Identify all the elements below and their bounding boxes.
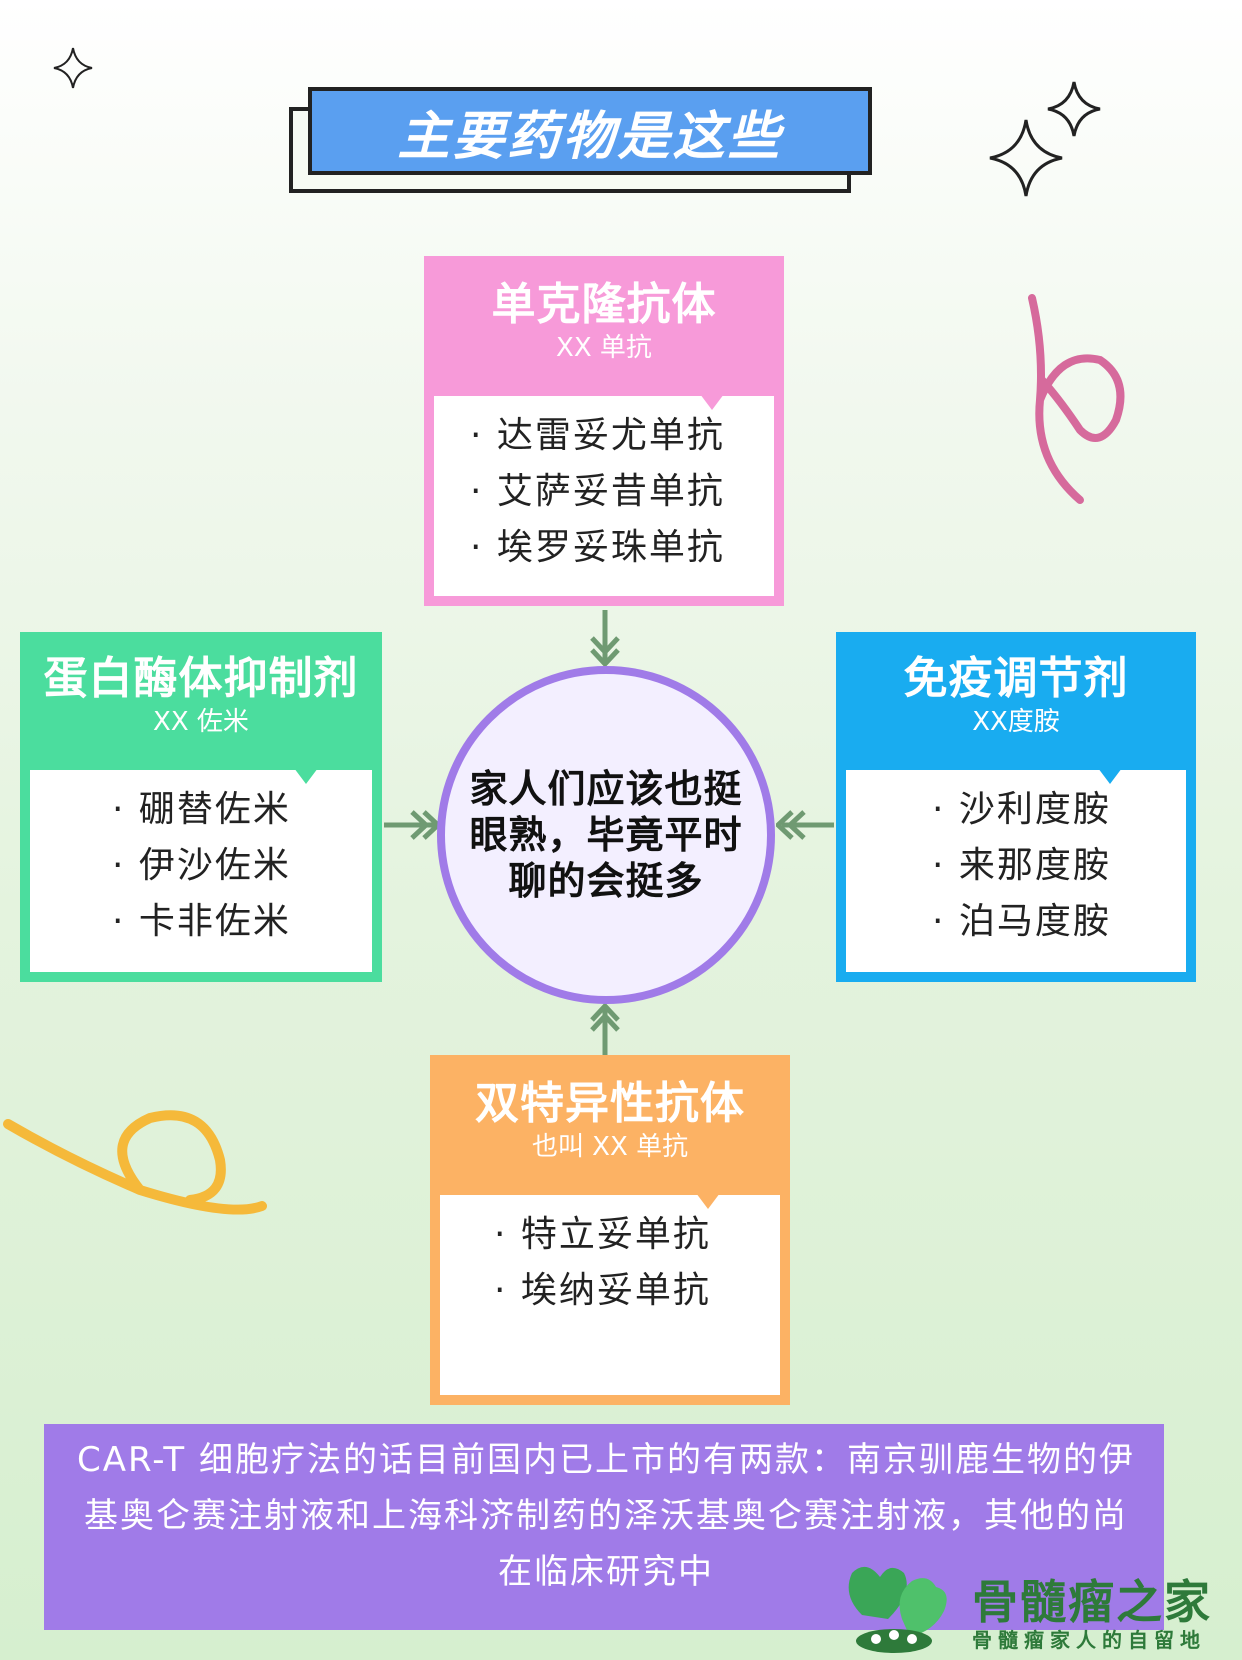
list-item: · 来那度胺	[932, 845, 1111, 886]
logo-tagline: 骨髓瘤家人的自留地	[972, 1628, 1206, 1652]
list-item: · 特立妥单抗	[494, 1214, 711, 1255]
card-subtitle: XX 单抗	[556, 333, 652, 363]
card-title: 双特异性抗体	[475, 1078, 745, 1129]
card-body: · 硼替佐米 · 伊沙佐米 · 卡非佐米	[30, 768, 372, 972]
arrow-up-icon	[590, 1002, 620, 1056]
sparkle-icon	[989, 119, 1063, 197]
notch-icon	[700, 394, 724, 410]
arrow-right-icon	[384, 810, 440, 840]
page-title: 主要药物是这些	[397, 106, 783, 167]
list-item: · 艾萨妥昔单抗	[470, 471, 725, 512]
list-item: · 泊马度胺	[932, 901, 1111, 942]
list-item: · 达雷妥尤单抗	[470, 415, 725, 456]
sparkle-icon	[53, 47, 93, 89]
card-title: 单克隆抗体	[491, 279, 717, 330]
arrow-left-icon	[776, 810, 834, 840]
leaf-heart-logo-icon	[848, 1566, 947, 1653]
card-immunomodulator: 免疫调节剂 XX度胺 · 沙利度胺 · 来那度胺 · 泊马度胺	[836, 632, 1196, 982]
yellow-squiggle-icon	[3, 1110, 267, 1215]
car-t-info-text: CAR-T 细胞疗法的话目前国内已上市的有两款：南京驯鹿生物的伊基奥仑赛注射液和…	[77, 1440, 1135, 1592]
list-item: · 埃纳妥单抗	[494, 1270, 711, 1311]
card-title: 蛋白酶体抑制剂	[43, 653, 359, 704]
card-body: · 达雷妥尤单抗 · 艾萨妥昔单抗 · 埃罗妥珠单抗	[434, 394, 774, 596]
card-bispecific-antibody: 双特异性抗体 也叫 XX 单抗 · 特立妥单抗 · 埃纳妥单抗	[430, 1055, 790, 1405]
center-circle: 家人们应该也挺眼熟，毕竟平时聊的会挺多	[437, 666, 775, 1004]
card-header: 免疫调节剂 XX度胺	[836, 652, 1196, 738]
notch-icon	[1098, 768, 1122, 784]
card-body: · 特立妥单抗 · 埃纳妥单抗	[440, 1193, 780, 1395]
notch-icon	[696, 1193, 720, 1209]
list-item: · 卡非佐米	[112, 901, 291, 942]
card-subtitle: XX度胺	[972, 707, 1060, 737]
card-body: · 沙利度胺 · 来那度胺 · 泊马度胺	[846, 768, 1186, 972]
pink-squiggle-icon	[1028, 294, 1125, 504]
card-monoclonal-antibody: 单克隆抗体 XX 单抗 · 达雷妥尤单抗 · 艾萨妥昔单抗 · 埃罗妥珠单抗	[424, 256, 784, 606]
card-header: 蛋白酶体抑制剂 XX 佐米	[20, 652, 382, 738]
list-item: · 硼替佐米	[112, 789, 291, 830]
card-header: 单克隆抗体 XX 单抗	[424, 278, 784, 364]
card-title: 免疫调节剂	[903, 653, 1129, 704]
sparkle-icon	[1047, 81, 1101, 137]
list-item: · 沙利度胺	[932, 789, 1111, 830]
arrow-down-icon	[590, 610, 620, 668]
list-item: · 伊沙佐米	[112, 845, 291, 886]
notch-icon	[294, 768, 318, 784]
card-header: 双特异性抗体 也叫 XX 单抗	[430, 1077, 790, 1163]
list-item: · 埃罗妥珠单抗	[470, 527, 725, 568]
title-box: 主要药物是这些	[308, 87, 872, 175]
center-text: 家人们应该也挺眼熟，毕竟平时聊的会挺多	[469, 767, 743, 903]
card-proteasome-inhibitor: 蛋白酶体抑制剂 XX 佐米 · 硼替佐米 · 伊沙佐米 · 卡非佐米	[20, 632, 382, 982]
car-t-info-panel: CAR-T 细胞疗法的话目前国内已上市的有两款：南京驯鹿生物的伊基奥仑赛注射液和…	[44, 1424, 1164, 1630]
card-subtitle: 也叫 XX 单抗	[531, 1132, 689, 1162]
logo-title: 骨髓瘤之家	[972, 1575, 1212, 1629]
card-subtitle: XX 佐米	[153, 707, 249, 737]
